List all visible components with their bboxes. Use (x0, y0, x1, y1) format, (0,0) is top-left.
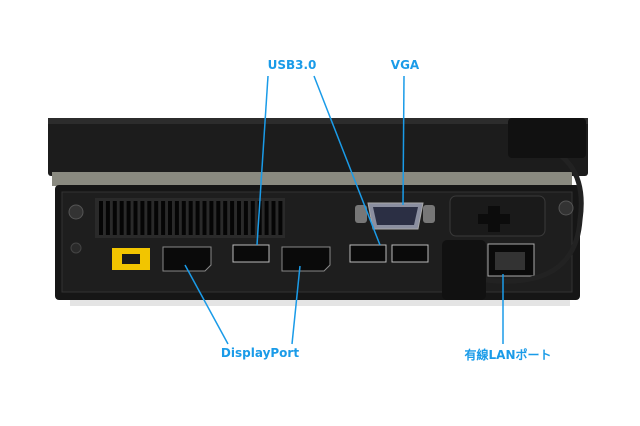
label-lan: 有線LANポート (464, 348, 552, 362)
vent-slot (99, 201, 103, 235)
vent-slot (216, 201, 221, 235)
vent-slot (223, 201, 228, 235)
vent-grille (95, 198, 285, 238)
usb-port-2 (349, 244, 387, 263)
vent-slot (133, 201, 138, 235)
vga-port (355, 202, 435, 230)
vent-slot (271, 201, 276, 235)
vent-slot (154, 201, 159, 235)
vent-slot (209, 201, 214, 235)
vent-slot (257, 201, 262, 235)
vent-slot (243, 201, 248, 235)
label-usb: USB3.0 (267, 58, 317, 72)
vent-slot (140, 201, 145, 235)
vent-slot (264, 201, 269, 235)
vent-slot (112, 201, 117, 235)
vent-slot (250, 201, 255, 235)
vent-slot (168, 201, 172, 235)
screw (558, 200, 574, 216)
cable-plug (442, 240, 486, 300)
vent-slot (174, 201, 179, 235)
vent-slot (181, 201, 186, 235)
vent-slot (188, 201, 193, 235)
screw (68, 204, 84, 220)
vent-slot (195, 201, 200, 235)
vent-slot (126, 201, 131, 235)
vent-slot (230, 201, 235, 235)
vent-slot (161, 201, 166, 235)
vent-slot (237, 201, 241, 235)
callout-lines (184, 75, 504, 345)
vent-slot (105, 201, 110, 235)
top-chassis (48, 118, 588, 176)
usb-port-1 (232, 244, 270, 263)
displayport-2 (281, 246, 331, 272)
vent-slot (119, 201, 124, 235)
usb-port-3 (391, 244, 429, 263)
displayport-1 (162, 246, 212, 272)
label-vga: VGA (390, 58, 420, 72)
vent-slot (202, 201, 207, 235)
vent-slot (147, 201, 152, 235)
label-displayport: DisplayPort (220, 346, 300, 360)
vent-slot (278, 201, 283, 235)
screw (70, 242, 82, 254)
